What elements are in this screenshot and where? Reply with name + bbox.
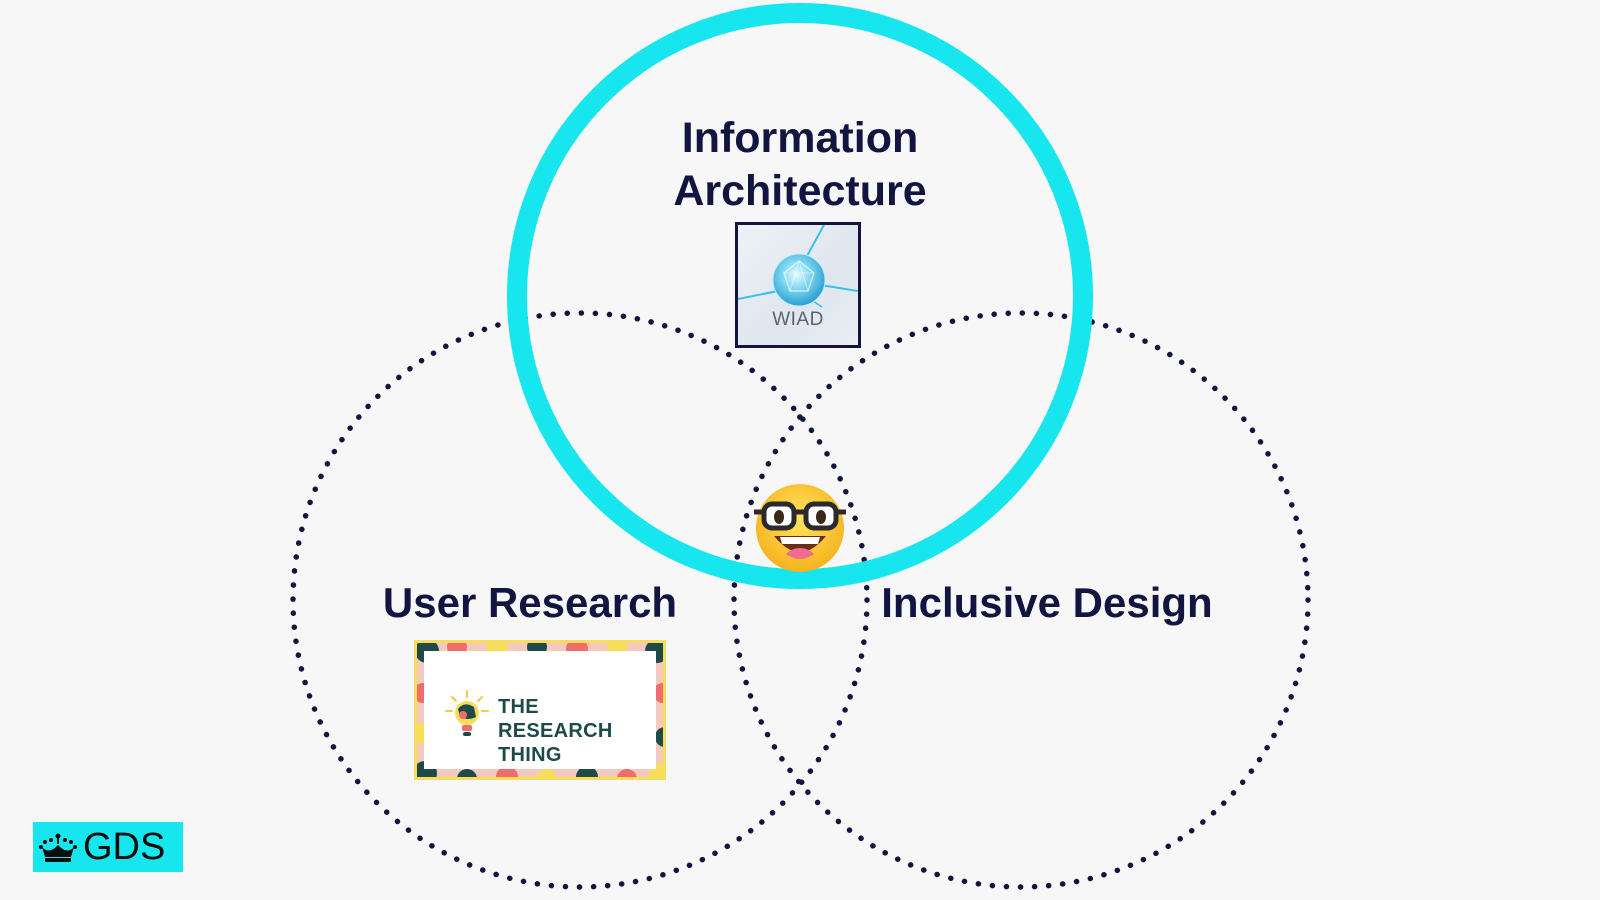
information-architecture-circle: [507, 3, 1093, 589]
ia-label-line1: Information: [681, 114, 919, 162]
crown-icon: [39, 833, 77, 862]
user-research-label: User Research: [382, 579, 678, 626]
user-research-circle: [290, 310, 870, 890]
ia-label-line2: Architecture: [673, 167, 927, 215]
gds-logo: GDS: [33, 822, 183, 872]
research-thing-line2: THING: [498, 744, 562, 766]
diamond-network-icon: [738, 225, 858, 308]
research-thing-panel: THE RESEARCH THING: [424, 651, 656, 769]
research-thing-line1: THE RESEARCH: [498, 696, 613, 742]
inclusive-design-label: Inclusive Design: [881, 579, 1213, 626]
wiad-logo-text: WIAD: [772, 309, 824, 330]
inclusive-design-circle: [731, 310, 1311, 890]
research-thing-logo: THE RESEARCH THING: [414, 640, 666, 780]
lightbulb-icon: [445, 690, 489, 736]
information-architecture-label: Information Architecture: [600, 112, 1000, 218]
wiad-logo: WIAD: [735, 222, 861, 348]
gds-logo-text: GDS: [83, 826, 166, 868]
research-thing-text: THE RESEARCH THING: [498, 695, 656, 767]
nerd-face-emoji: [754, 484, 846, 572]
